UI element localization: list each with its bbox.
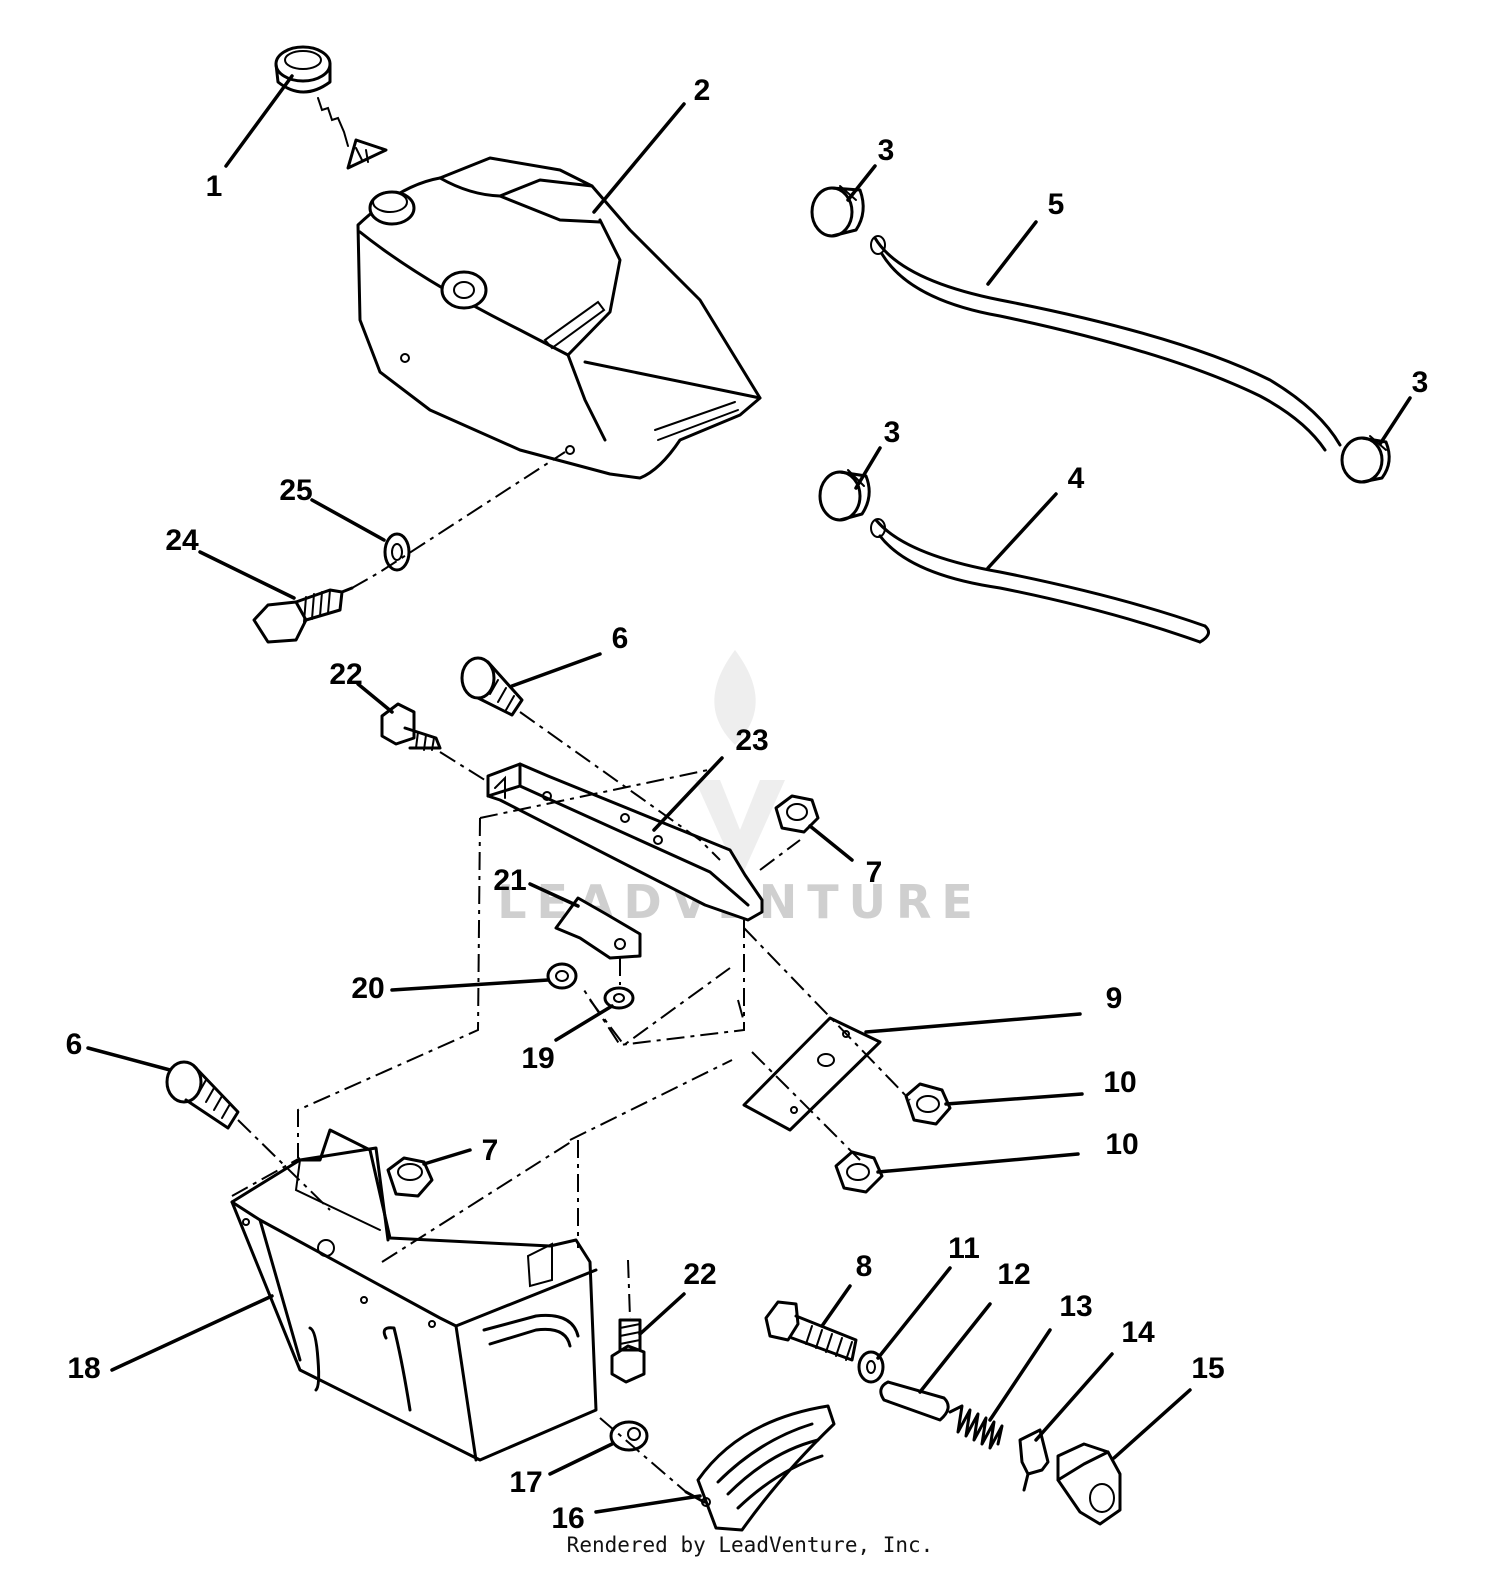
callout-8: 8 [856,1250,873,1283]
bolt-24 [252,586,354,644]
nut-7-lower [386,1156,434,1198]
callout-2: 2 [694,74,711,107]
washer-25 [383,532,411,572]
nut-7-upper [774,794,820,834]
pin-12 [879,1380,950,1422]
callout-4: 4 [1068,462,1085,495]
callout-1: 1 [206,170,223,203]
callout-11: 11 [948,1232,980,1265]
callout-18: 18 [67,1352,100,1385]
watermark-logo [695,650,785,880]
plate-9 [742,1016,882,1132]
render-credit: Rendered by LeadVenture, Inc. [566,1533,934,1557]
fuel-tank [356,156,762,480]
grommet-20 [546,962,578,990]
clip-14 [1018,1428,1050,1492]
callout-22-lower: 22 [683,1258,716,1291]
callout-25: 25 [279,474,312,507]
callout-20: 20 [351,972,384,1005]
callout-12: 12 [997,1258,1030,1291]
assembly-centerlines [231,451,911,1493]
bolt-6-top [460,656,524,717]
callout-17: 17 [509,1466,542,1499]
housing-18 [230,1128,598,1462]
callout-6-top: 6 [612,622,629,655]
callout-24: 24 [165,524,199,557]
bolt-22-lower [610,1318,646,1384]
hose-clamp-lower [818,469,871,522]
callout-21: 21 [493,864,526,897]
callout-13: 13 [1059,1290,1092,1323]
callout-19: 19 [521,1042,554,1075]
callout-labels: 1 2 3 3 3 4 5 6 6 7 7 8 9 10 10 11 12 13… [66,74,1429,1535]
bolt-8 [764,1300,858,1362]
nut-17 [609,1420,649,1452]
bolt-22-upper [380,702,442,751]
nut-10-upper [904,1082,952,1126]
callout-7-lower: 7 [482,1134,499,1167]
block-15 [1056,1442,1122,1526]
callout-3-upper: 3 [878,134,895,167]
callout-22-upper: 22 [329,658,362,691]
callout-15: 15 [1191,1352,1224,1385]
callout-6-lower: 6 [66,1028,83,1061]
callout-9: 9 [1106,982,1123,1015]
clip-21 [554,896,642,960]
hose-clamp-upper [810,185,865,238]
quadrant-plate-16 [684,1404,836,1532]
washer-11 [857,1350,885,1384]
spring-13 [948,1404,1004,1450]
hose-clamp-right [1340,435,1391,484]
callout-23: 23 [735,724,768,757]
fuel-cap [274,45,388,170]
callout-5: 5 [1048,188,1065,221]
callout-7-upper: 7 [866,856,883,889]
callout-14: 14 [1121,1316,1155,1349]
bolt-6-lower [165,1060,240,1130]
callout-3-right: 3 [1412,366,1429,399]
callout-10-lower: 10 [1105,1128,1138,1161]
fuel-hose-long [870,235,1342,452]
washer-19 [603,986,635,1010]
mount-bracket-23 [486,762,764,922]
leader-lines [86,74,1412,1514]
callout-16: 16 [551,1502,584,1535]
callout-3-lower: 3 [884,416,901,449]
fuel-hose-short [870,518,1211,644]
callout-10-upper: 10 [1103,1066,1136,1099]
